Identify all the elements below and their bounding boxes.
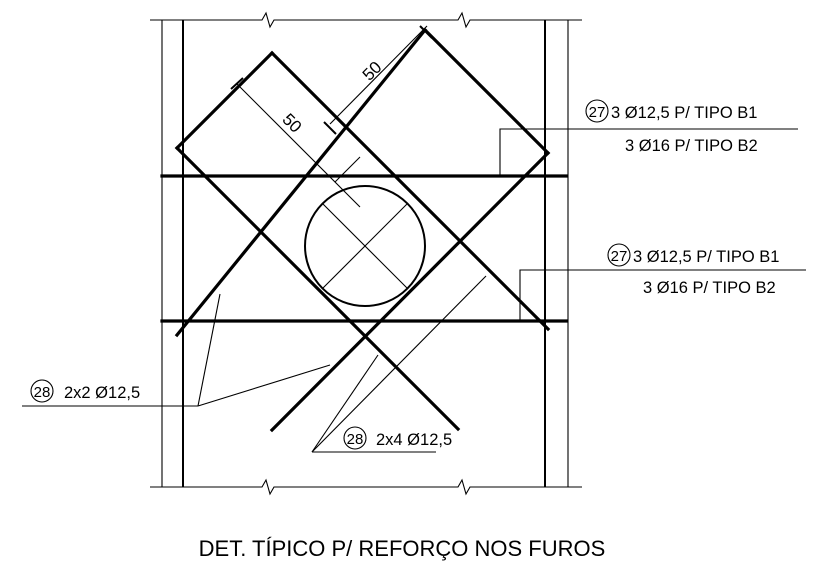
- dimension-text-upper: 50: [359, 58, 386, 85]
- callout-left: 28 2x2 Ø12,5: [22, 293, 331, 407]
- dimension-tick: [230, 77, 244, 90]
- diagonal-bars: [174, 27, 551, 433]
- callout-text-line2: 3 Ø16 P/ TIPO B2: [643, 279, 776, 297]
- callout-text: 2x2 Ø12,5: [64, 384, 140, 402]
- drawing-title: DET. TÍPICO P/ REFORÇO NOS FUROS: [199, 536, 606, 561]
- leader-line: [311, 275, 487, 453]
- top-break-line: [150, 11, 582, 29]
- mark-circle: [607, 243, 631, 267]
- mark-number: 28: [347, 431, 364, 448]
- leader-line: [519, 269, 806, 321]
- diagonal-bar: [174, 50, 275, 151]
- leader-line: [311, 354, 379, 453]
- mark-circle: [30, 379, 54, 403]
- callout-upper: 27 3 Ø12,5 P/ TIPO B1 3 Ø16 P/ TIPO B2: [499, 99, 798, 176]
- hole-opening: [304, 185, 426, 307]
- diagonal-bar: [269, 50, 551, 332]
- dimension-extension: [334, 156, 361, 183]
- leader-line: [197, 364, 331, 407]
- callout-text-line2: 3 Ø16 P/ TIPO B2: [625, 137, 758, 155]
- leader-line: [499, 128, 798, 176]
- callout-bottom: 28 2x4 Ø12,5: [311, 275, 487, 453]
- beam-outline: [150, 11, 582, 496]
- dimension-line: [236, 83, 361, 208]
- hole-circle: [304, 185, 426, 307]
- callout-text-line1: 3 Ø12,5 P/ TIPO B1: [633, 248, 779, 266]
- mark-circle: [585, 99, 609, 123]
- mark-circle: [343, 426, 367, 450]
- dimension-tick: [419, 25, 433, 39]
- leader-line: [197, 293, 221, 407]
- diagonal-bar: [422, 27, 551, 156]
- callout-text-line1: 3 Ø12,5 P/ TIPO B1: [611, 104, 757, 122]
- diagonal-bar: [174, 145, 461, 432]
- mark-number: 27: [611, 248, 628, 265]
- hole-crossline: [322, 203, 408, 289]
- mark-number: 28: [34, 384, 51, 401]
- diagonal-bar: [269, 150, 551, 433]
- dimension-line: [329, 25, 428, 125]
- callout-middle: 27 3 Ø12,5 P/ TIPO B1 3 Ø16 P/ TIPO B2: [519, 243, 806, 321]
- bottom-break-line: [150, 478, 582, 496]
- diagonal-bar: [174, 27, 428, 338]
- dimension-tick: [323, 121, 337, 135]
- dimension-text-lower: 50: [278, 110, 305, 137]
- mark-number: 27: [589, 104, 606, 121]
- callout-text: 2x4 Ø12,5: [376, 431, 452, 449]
